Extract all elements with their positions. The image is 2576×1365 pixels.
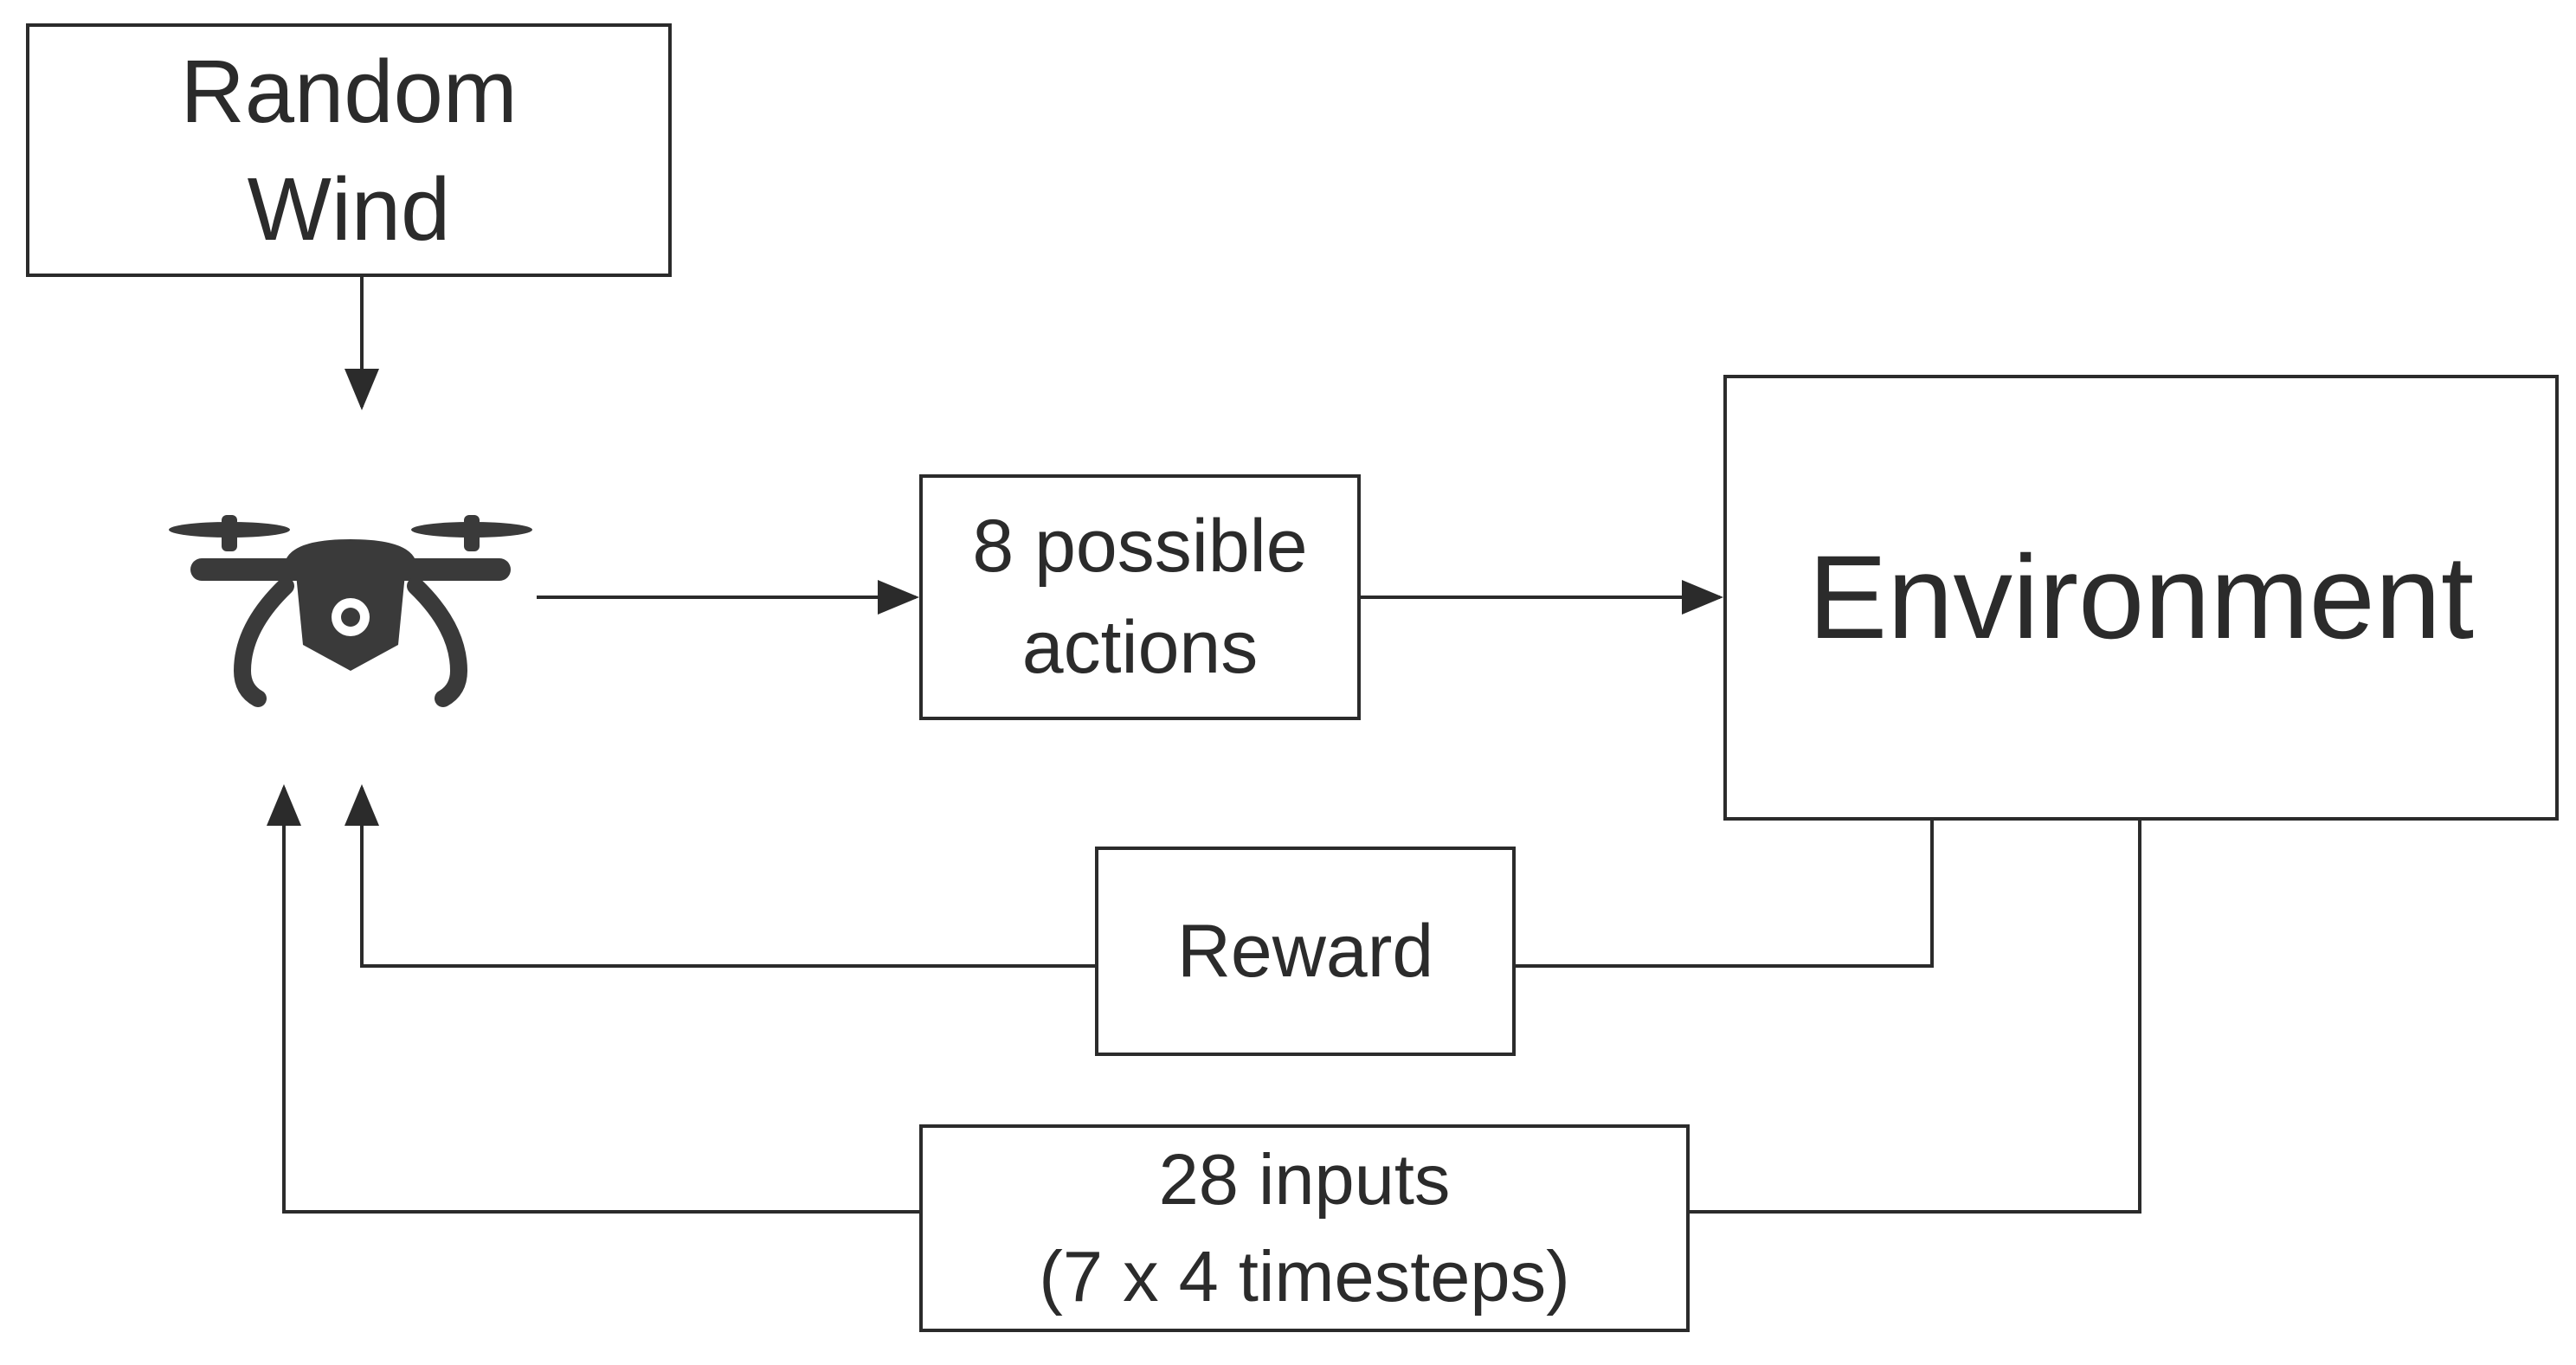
environment-label: Environment	[1807, 531, 2475, 664]
arrow-reward-to-drone	[345, 784, 1095, 968]
random-wind-label-line2: Wind	[247, 158, 451, 259]
line-environment-to-reward	[1516, 821, 1934, 968]
inputs-box: 28 inputs (7 x 4 timesteps)	[919, 1124, 1690, 1332]
arrow-inputs-to-drone	[267, 784, 919, 1214]
reward-label: Reward	[1176, 910, 1434, 993]
environment-box: Environment	[1723, 375, 2559, 821]
line-environment-to-inputs	[1690, 821, 2141, 1214]
random-wind-box: Random Wind	[26, 23, 672, 277]
inputs-label-line1: 28 inputs	[1158, 1139, 1451, 1220]
inputs-label-line2: (7 x 4 timesteps)	[1039, 1236, 1570, 1317]
actions-label-line1: 8 possible	[972, 505, 1308, 588]
random-wind-label-line1: Random	[180, 41, 518, 141]
actions-label-line2: actions	[1021, 606, 1259, 689]
actions-box: 8 possible actions	[919, 474, 1361, 720]
reward-box: Reward	[1095, 847, 1516, 1056]
drone-icon	[169, 515, 532, 707]
